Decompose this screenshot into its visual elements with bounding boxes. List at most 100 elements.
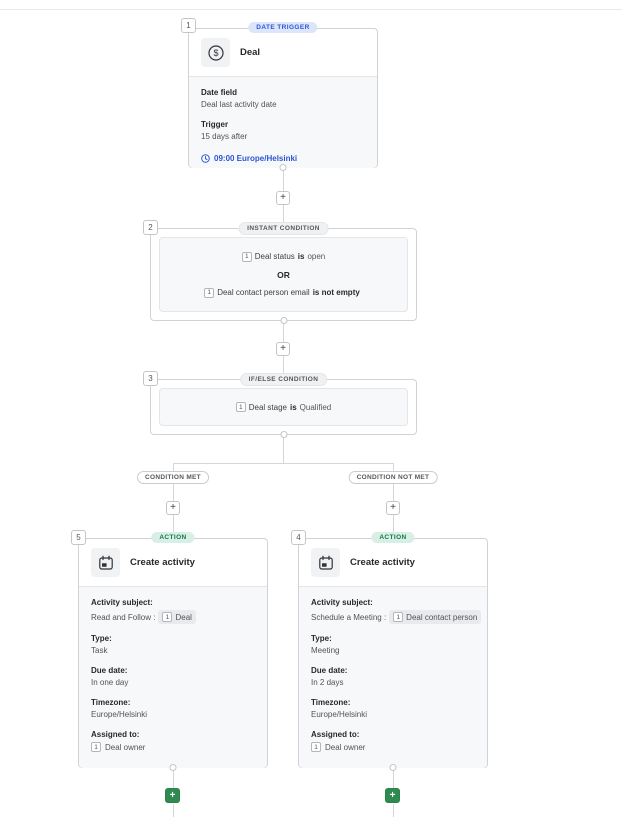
assigned-to-value: Deal owner [105, 742, 146, 752]
date-trigger-badge: DATE TRIGGER [248, 22, 318, 33]
connector-dot [280, 317, 287, 324]
deal-token-icon: 1 [235, 402, 246, 412]
connector-line [173, 463, 174, 473]
create-activity-node-right[interactable]: 4 ACTION Create activity Activity subjec… [291, 530, 488, 771]
condition-field: Deal stage [248, 402, 287, 412]
branch-split-line [173, 463, 393, 464]
deal-contact-person-chip: 1 Deal contact person [389, 610, 482, 624]
timezone-value: Europe/Helsinki [311, 710, 368, 719]
condition-value: Qualified [299, 402, 332, 412]
condition-operator: is not empty [312, 288, 360, 297]
type-label: Type: [311, 634, 332, 643]
connector-line [393, 515, 394, 538]
assigned-to-label: Assigned to: [91, 730, 140, 739]
condition-row: 1 Deal stage is Qualified [235, 402, 332, 412]
deal-icon: $ [201, 38, 230, 67]
connector-line [283, 356, 284, 380]
connector-line [283, 435, 284, 463]
ifelse-condition-badge: IF/ELSE CONDITION [239, 373, 328, 386]
connector-dot [280, 431, 287, 438]
node-number-badge: 1 [181, 18, 196, 33]
node-number-badge: 4 [291, 530, 306, 545]
connector-line [173, 804, 174, 817]
add-step-button-condition-not-met[interactable]: + [386, 501, 400, 515]
deal-token-icon: 1 [204, 287, 215, 298]
connector-line [283, 321, 284, 342]
due-date-label: Due date: [311, 666, 348, 675]
due-date-value: In one day [91, 678, 129, 687]
condition-row: 1 Deal status is open [241, 251, 326, 262]
condition-operator: is [297, 252, 305, 261]
chip-label: Deal contact person [406, 612, 478, 622]
add-step-button[interactable]: + [276, 191, 290, 205]
trigger-value: 15 days after [201, 132, 248, 141]
condition-met-label: CONDITION MET [137, 471, 209, 484]
add-step-button[interactable]: + [276, 342, 290, 356]
condition-operator: is [290, 402, 297, 412]
due-date-value: In 2 days [311, 678, 344, 687]
node-title: Deal [240, 47, 261, 58]
timezone-label: Timezone: [91, 698, 131, 707]
connector-line [173, 768, 174, 788]
trigger-label: Trigger [201, 120, 229, 129]
deal-token-icon: 1 [162, 612, 173, 622]
connector-line [393, 483, 394, 501]
node-number-badge: 2 [143, 220, 158, 235]
connector-dot [279, 164, 287, 171]
instant-condition-node[interactable]: 2 INSTANT CONDITION 1 Deal status is ope… [143, 220, 417, 324]
condition-join-label: OR [277, 269, 290, 280]
condition-not-met-label: CONDITION NOT MET [348, 471, 438, 484]
deal-chip: 1 Deal [158, 610, 196, 624]
node-number-badge: 3 [143, 371, 158, 386]
deal-token-icon: 1 [91, 742, 101, 752]
date-field-value: Deal last activity date [201, 100, 277, 109]
chip-label: Deal [175, 612, 192, 622]
calendar-icon [91, 548, 120, 577]
clock-icon [201, 154, 210, 163]
node-title: Create activity [350, 557, 415, 568]
instant-condition-badge: INSTANT CONDITION [238, 222, 329, 235]
schedule-time-link[interactable]: 09:00 Europe/Helsinki [214, 154, 298, 163]
date-field-label: Date field [201, 88, 238, 97]
connector-line [393, 804, 394, 817]
due-date-label: Due date: [91, 666, 128, 675]
add-step-button-green[interactable]: + [165, 788, 180, 803]
deal-token-icon: 1 [311, 742, 321, 752]
timezone-value: Europe/Helsinki [91, 710, 148, 719]
connector-line [393, 768, 394, 788]
connector-line [393, 463, 394, 473]
action-badge: ACTION [151, 532, 195, 543]
date-trigger-node[interactable]: 1 DATE TRIGGER $ Deal Date field Deal la… [181, 18, 378, 171]
activity-subject-label: Activity subject: [91, 598, 153, 607]
connector-line [173, 515, 174, 538]
add-step-button-green[interactable]: + [385, 788, 400, 803]
condition-field: Deal status [254, 252, 295, 261]
subject-prefix: Schedule a Meeting : [311, 612, 387, 622]
connector-line [283, 205, 284, 229]
ifelse-condition-node[interactable]: 3 IF/ELSE CONDITION 1 Deal stage is Qual… [143, 371, 417, 438]
condition-row: 1 Deal contact person email is not empty [204, 287, 363, 298]
deal-token-icon: 1 [241, 251, 252, 262]
node-title: Create activity [130, 557, 195, 568]
condition-value: open [307, 252, 326, 261]
add-step-button-condition-met[interactable]: + [166, 501, 180, 515]
svg-text:$: $ [213, 48, 218, 58]
timezone-label: Timezone: [311, 698, 351, 707]
connector-line [283, 168, 284, 191]
connector-line [173, 483, 174, 501]
type-value: Task [91, 646, 108, 655]
connector-dot [389, 764, 397, 771]
connector-dot [169, 764, 177, 771]
subject-prefix: Read and Follow : [91, 612, 156, 622]
deal-token-icon: 1 [393, 612, 404, 622]
condition-field: Deal contact person email [217, 288, 310, 297]
type-value: Meeting [311, 646, 340, 655]
create-activity-node-left[interactable]: 5 ACTION Create activity Activity subjec… [71, 530, 268, 771]
activity-subject-label: Activity subject: [311, 598, 373, 607]
top-divider [0, 9, 622, 10]
calendar-icon [311, 548, 340, 577]
type-label: Type: [91, 634, 112, 643]
action-badge: ACTION [371, 532, 415, 543]
assigned-to-value: Deal owner [325, 742, 366, 752]
